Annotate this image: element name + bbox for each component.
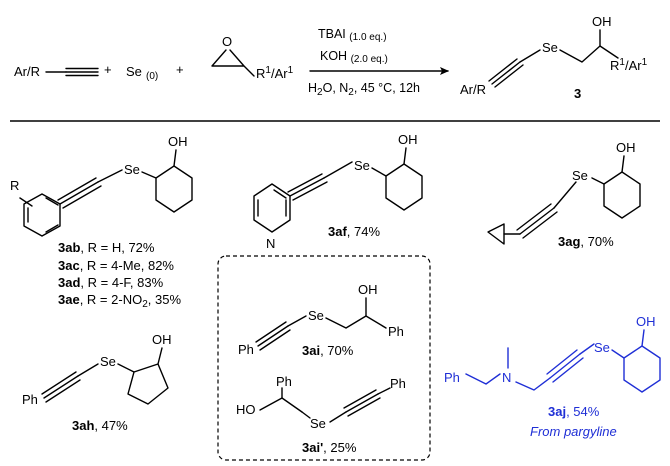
selenium-label: Se — [572, 168, 588, 183]
yield-line-3ac: 3ac, R = 4-Me, 82% — [58, 258, 174, 273]
phenyl-label: Ph — [444, 370, 460, 385]
product-compound-number: 3 — [574, 86, 581, 101]
yield-line-3ae: 3ae, R = 2-NO2, 35% — [58, 292, 181, 310]
yield-3ag: 3ag, 70% — [558, 234, 614, 249]
product-hydroxyl-label: OH — [592, 14, 612, 29]
hydroxyl-label: HO — [236, 402, 256, 417]
product-general-structure: Ar/R Se OH R1/Ar1 3 — [460, 14, 648, 101]
hydroxyl-label: OH — [152, 332, 172, 347]
amine-nitrogen-label: N — [502, 370, 511, 385]
selenium-label: Se — [100, 354, 116, 369]
phenyl-label: Ph — [238, 342, 254, 357]
compound-3ag: Se OH 3ag, 70% — [487, 140, 641, 249]
epoxide-substituent-label: R1/Ar1 — [256, 65, 294, 81]
phenyl-label: Ph — [390, 376, 406, 391]
phenyl-label: Ph — [22, 392, 38, 407]
hydroxyl-label: OH — [616, 140, 636, 155]
compound-3ah: Ph Se OH 3ah, 47% — [22, 332, 172, 433]
yield-line-3ab: 3ab, R = H, 72% — [58, 240, 155, 255]
phenyl-label: Ph — [388, 324, 404, 339]
reaction-arrow-head — [440, 67, 449, 75]
plus-sign: + — [176, 62, 184, 77]
aryl-r-substituent-label: R — [10, 178, 19, 193]
condition-solvent-temp-time: H2O, N2, 45 °C, 12h — [308, 81, 420, 98]
selenium-label: Se — [310, 416, 326, 431]
selenium-reagent: Se (0) — [126, 64, 158, 82]
yield-3ai: 3ai, 70% — [302, 343, 354, 358]
epoxide-oxygen-label: O — [222, 34, 232, 49]
regioisomer-box — [217, 255, 431, 461]
product-substituent-label: R1/Ar1 — [610, 57, 648, 73]
condition-tbai: TBAI (1.0 eq.) — [318, 27, 387, 43]
condition-koh: KOH (2.0 eq.) — [320, 49, 388, 65]
hydroxyl-label: OH — [168, 134, 188, 149]
selenium-oxidation-state: (0) — [146, 71, 158, 82]
reaction-conditions: TBAI (1.0 eq.) KOH (2.0 eq.) H2O, N2, 45… — [308, 27, 449, 98]
compound-3ai-prime: Ph HO Se Ph 3ai', 25% — [236, 374, 406, 455]
yield-line-3ad: 3ad, R = 4-F, 83% — [58, 275, 164, 290]
product-aryl-label: Ar/R — [460, 82, 486, 97]
hydroxyl-label: OH — [398, 132, 418, 147]
yield-3aj: 3aj, 54% — [548, 404, 600, 419]
compound-3ab-3ae: R Se OH 3ab, R = H, 72% 3ac, R = 4-Me, 8… — [10, 134, 193, 310]
selenium-label: Se — [124, 162, 140, 177]
pyridine-nitrogen-label: N — [266, 236, 275, 251]
selenium-label: Se — [594, 340, 610, 355]
selenium-label: Se — [308, 308, 324, 323]
yield-3ai-prime: 3ai', 25% — [302, 440, 357, 455]
selenium-label: Se — [126, 64, 142, 79]
phenyl-label: Ph — [276, 374, 292, 389]
compound-3aj: Ph N Se OH 3aj, 54% From pargyline — [444, 314, 661, 439]
yield-3ah: 3ah, 47% — [72, 418, 128, 433]
hydroxyl-label: OH — [636, 314, 656, 329]
source-note-pargyline: From pargyline — [530, 424, 617, 439]
compound-3ai: Ph Se OH Ph 3ai, 70% — [238, 282, 404, 358]
epoxide-reagent: O R1/Ar1 — [211, 34, 294, 81]
yield-3af: 3af, 74% — [328, 224, 380, 239]
selenium-label: Se — [354, 158, 370, 173]
hydroxyl-label: OH — [358, 282, 378, 297]
product-selenium-label: Se — [542, 40, 558, 55]
alkyne-substituent-label: Ar/R — [14, 64, 40, 79]
plus-sign: + — [104, 62, 112, 77]
alkyne-reagent: Ar/R — [14, 64, 99, 79]
compound-3af: N Se OH 3af, 74% — [253, 132, 423, 251]
